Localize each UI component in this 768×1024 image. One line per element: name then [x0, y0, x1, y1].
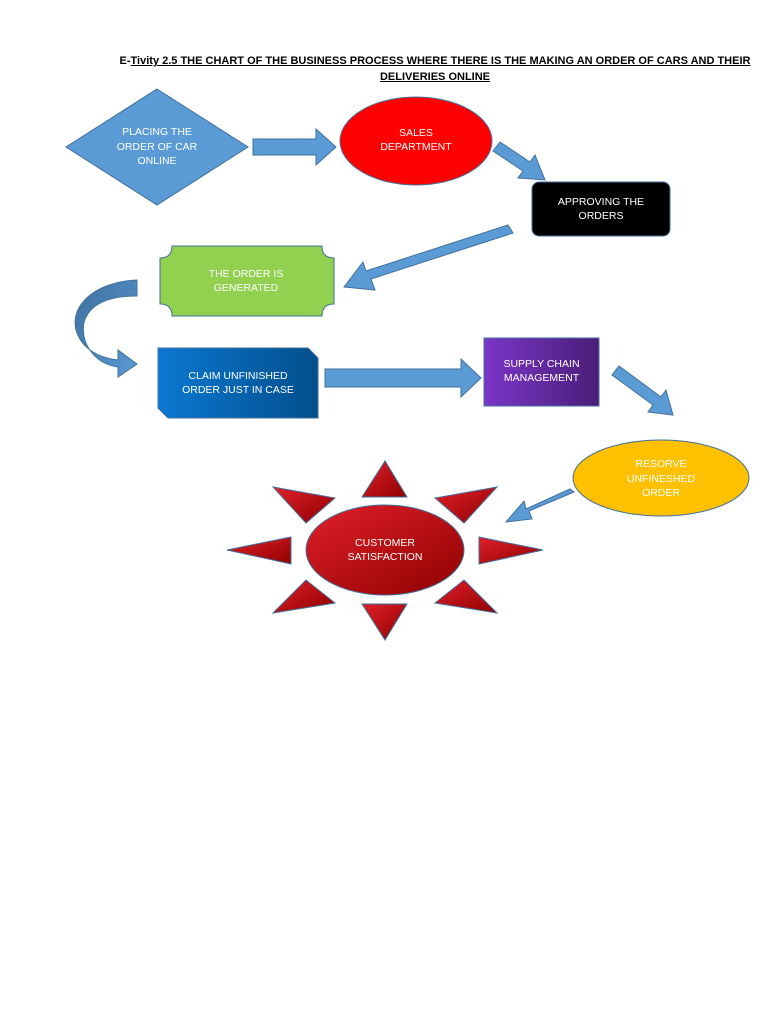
arrow-supply-to-reserve [611, 365, 674, 416]
sun-ray-top [361, 460, 408, 498]
order-generated-label: THE ORDER IS GENERATED [208, 267, 284, 295]
arrow-placing-to-sales [252, 127, 337, 167]
sun-ray-bottom [361, 603, 408, 641]
sun-ray-left [226, 536, 292, 565]
approving-orders-label: APPROVING THE ORDERS [557, 195, 645, 223]
placing-order-diamond [65, 88, 249, 206]
sun-center-ellipse [305, 504, 465, 596]
arrow-reserve-to-satisfaction [504, 488, 575, 523]
sales-department-label: SALES DEPARTMENT [380, 126, 452, 154]
approving-orders-box [531, 181, 671, 237]
supply-chain-box [483, 337, 600, 407]
claim-unfinished-box [157, 347, 319, 419]
sun-ray-bottom-left [271, 579, 337, 614]
customer-satisfaction-label: CUSTOMER SATISFACTION [347, 536, 423, 564]
claim-unfinished-label: CLAIM UNFINISHED ORDER JUST IN CASE [182, 369, 294, 397]
sales-department-ellipse [339, 96, 493, 186]
title-prefix: E- [119, 55, 131, 67]
sun-ray-top-left [271, 486, 337, 524]
title-text: Tivity 2.5 THE CHART OF THE BUSINESS PRO… [130, 55, 751, 83]
supply-chain-label: SUPPLY CHAIN MANAGEMENT [503, 357, 580, 385]
customer-satisfaction-sun [226, 460, 544, 641]
page-title: E-Tivity 2.5 THE CHART OF THE BUSINESS P… [118, 53, 752, 85]
order-generated-plaque [159, 245, 335, 317]
arrow-claim-to-supply [324, 357, 482, 399]
sun-ray-top-right [433, 486, 499, 524]
arrow-approving-to-generated [343, 224, 514, 291]
sun-ray-right [478, 536, 544, 565]
reserve-order-label: RESORVE UNFINESHED ORDER [626, 458, 696, 500]
sun-ray-bottom-right [433, 579, 499, 614]
reserve-order-ellipse [572, 439, 750, 517]
arrow-sales-to-approving [492, 141, 546, 181]
placing-order-label: PLACING THE ORDER OF CAR ONLINE [116, 126, 198, 168]
curved-arrow-generated-to-claim [74, 279, 138, 378]
